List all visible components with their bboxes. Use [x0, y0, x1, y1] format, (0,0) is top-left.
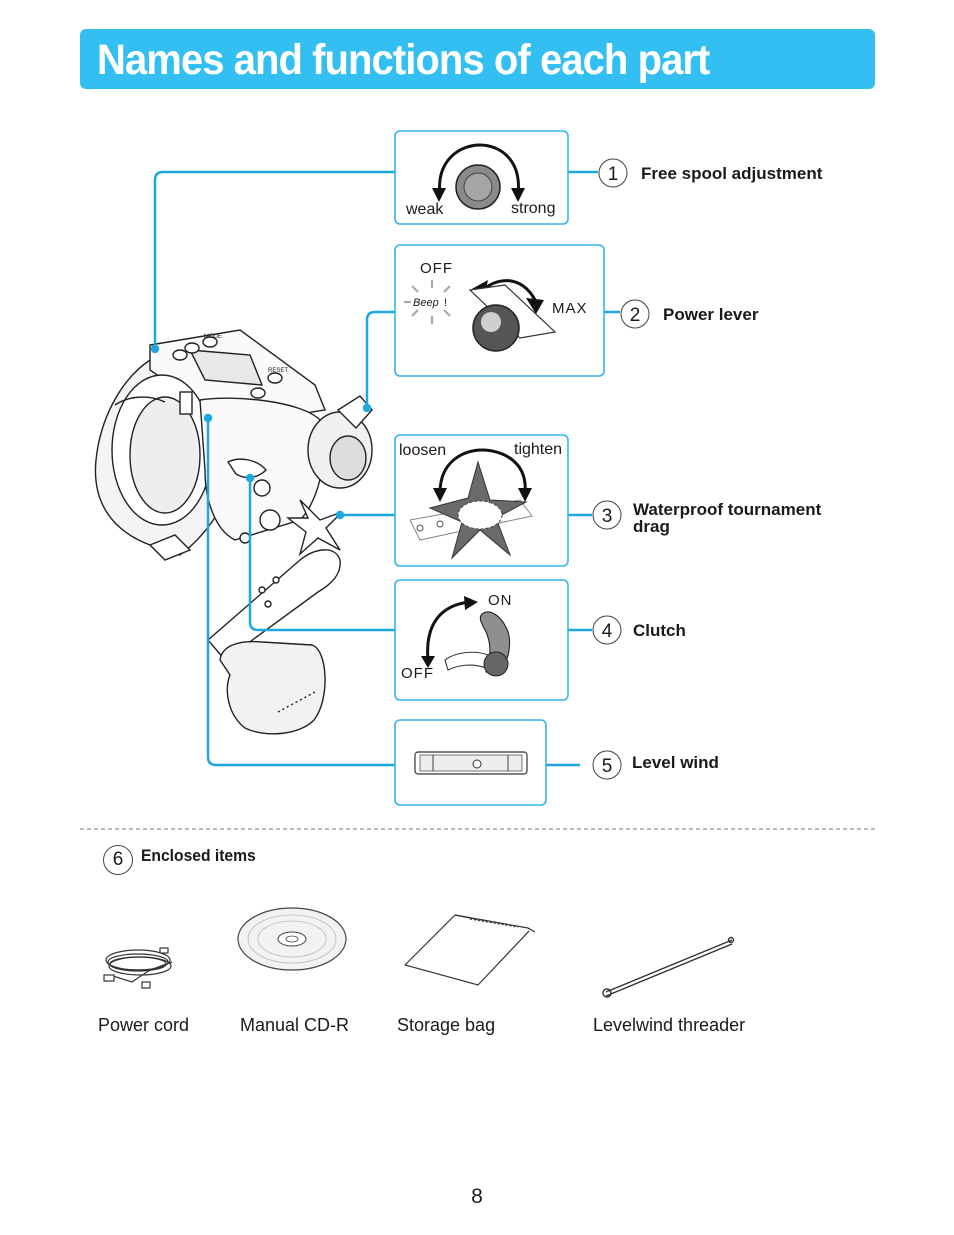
leader-line-2 [365, 310, 395, 407]
clutch-lever-icon [421, 596, 511, 677]
svg-text:MODE: MODE [204, 334, 222, 340]
detail-box-clutch [394, 579, 569, 701]
label-weak: weak [405, 201, 444, 218]
part-name-free-spool: Free spool adjustment [641, 164, 823, 183]
item-label-storage-bag: Storage bag [397, 1015, 496, 1035]
label-off: OFF [420, 260, 453, 277]
part-name-power-lever: Power lever [663, 305, 759, 324]
item-label-power-cord: Power cord [98, 1015, 190, 1035]
enclosed-items-heading: Enclosed items [141, 846, 256, 865]
leader-line-4 [248, 480, 395, 632]
label-clutch-off: OFF [401, 665, 434, 682]
star-drag-icon [409, 448, 533, 560]
part-name-drag-line2: drag [633, 517, 670, 536]
label-on: ON [488, 592, 513, 609]
manual-cd-icon [237, 907, 347, 971]
number-circle-5 [592, 750, 622, 780]
number-5: 5 [602, 756, 613, 777]
title-banner: Names and functions of each part [80, 29, 875, 89]
page-title: Names and functions of each part [97, 36, 710, 84]
part-name-level-wind: Level wind [632, 753, 719, 772]
level-wind-icon [414, 751, 528, 775]
leader-line-1 [153, 170, 395, 347]
label-beep: Beep [413, 297, 439, 309]
page-number: 8 [471, 1185, 483, 1208]
electric-reel-illustration: MODE RESET [94, 329, 373, 735]
number-2: 2 [630, 305, 641, 326]
leader-lines [150, 170, 620, 767]
number-4: 4 [602, 621, 613, 642]
number-circle-6: 6 [103, 845, 133, 875]
number-circle-2 [620, 299, 650, 329]
part-name-clutch: Clutch [633, 621, 686, 640]
label-tighten: tighten [514, 441, 562, 458]
item-label-levelwind-threader: Levelwind threader [593, 1015, 746, 1035]
label-strong: strong [511, 200, 555, 217]
label-loosen: loosen [399, 442, 446, 459]
power-cord-icon [103, 947, 173, 989]
beep-indicator-icon [404, 280, 451, 324]
free-spool-knob-icon [432, 143, 525, 210]
leader-line-5 [206, 420, 395, 767]
label-max: MAX [552, 300, 588, 317]
svg-text:RESET: RESET [268, 368, 288, 374]
number-3: 3 [602, 506, 613, 527]
number-circle-4 [592, 615, 622, 645]
number-1: 1 [608, 164, 619, 185]
storage-bag-icon [403, 914, 536, 986]
number-circle-3 [592, 500, 622, 530]
part-name-drag-line1: Waterproof tournament [633, 500, 822, 519]
power-lever-icon [468, 279, 557, 352]
levelwind-threader-icon [602, 936, 735, 998]
item-label-manual-cd: Manual CD-R [240, 1015, 350, 1035]
label-beep-exclaim: ! [444, 297, 447, 309]
number-circle-1 [598, 158, 628, 188]
